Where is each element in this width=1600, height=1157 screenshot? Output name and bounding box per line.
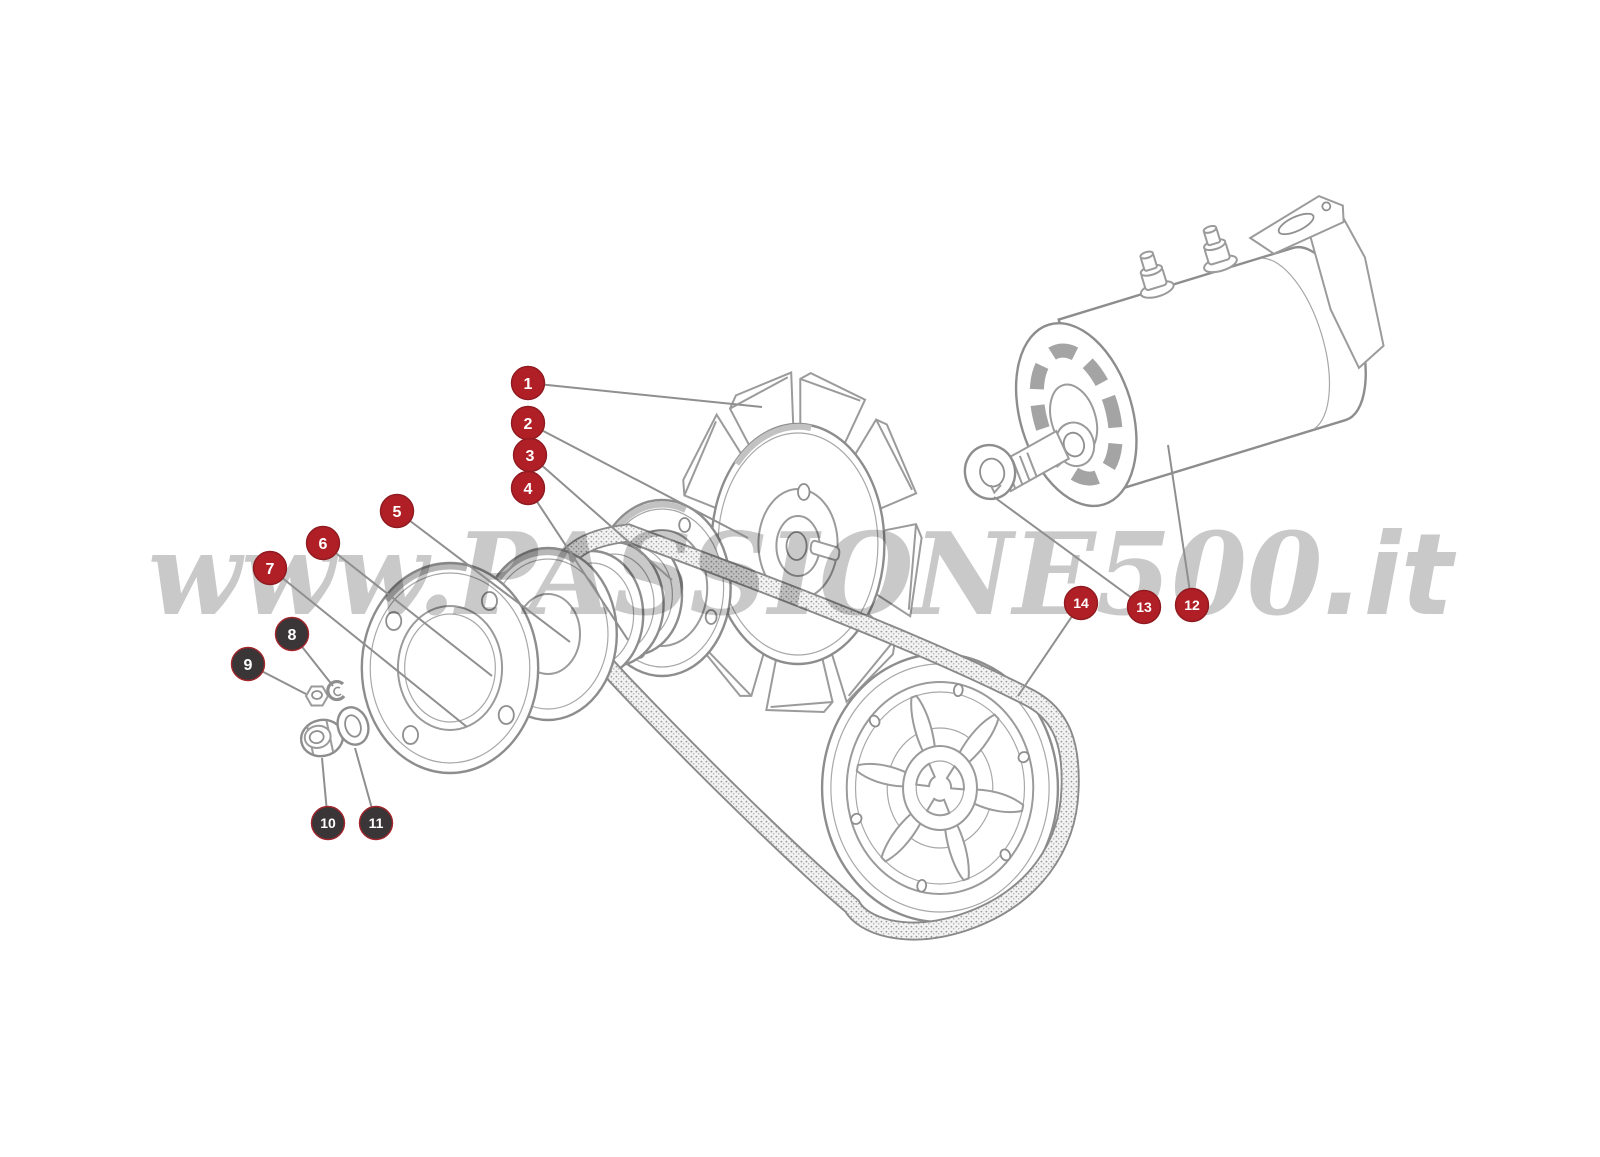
badge-number-2: 2 — [524, 416, 533, 433]
leader-line-13 — [993, 496, 1145, 608]
dynamo-end-shield — [995, 308, 1157, 521]
badge-5 — [379, 493, 415, 529]
badge-14 — [1063, 585, 1099, 621]
badge-7 — [252, 550, 288, 586]
lock-washer — [960, 440, 1020, 503]
leader-line-14 — [1017, 602, 1082, 697]
watermark-prefix: www. — [148, 508, 455, 641]
leader-line-2 — [527, 422, 749, 539]
badge-8 — [274, 616, 310, 652]
badge-number-8: 8 — [288, 627, 297, 644]
badge-number-10: 10 — [320, 815, 336, 831]
front-flange — [362, 563, 538, 773]
washer — [333, 703, 373, 748]
leader-line-3 — [529, 454, 673, 581]
pulley-guard-grille — [847, 682, 1034, 894]
badge-number-3: 3 — [526, 448, 535, 465]
badge-12 — [1174, 587, 1210, 623]
watermark: www.PASSIONE500.it — [148, 508, 1457, 641]
dynamo-bracket — [1244, 188, 1395, 387]
badge-number-1: 1 — [524, 376, 533, 393]
shaft-nut — [298, 716, 347, 760]
badge-number-11: 11 — [369, 815, 384, 831]
grille-hub — [903, 746, 977, 830]
badge-6 — [305, 525, 341, 561]
hub-pin — [810, 540, 840, 561]
dynamo-terminal-2 — [1193, 222, 1239, 276]
badge-number-5: 5 — [393, 504, 402, 521]
watermark-number: 500 — [1096, 508, 1323, 641]
leader-line-12 — [1167, 444, 1193, 606]
badge-1 — [510, 365, 546, 401]
badge-13 — [1126, 589, 1162, 625]
watermark-suffix: .it — [1323, 509, 1457, 641]
badge-11 — [358, 805, 394, 841]
hex-nut-small — [306, 687, 328, 706]
spring-clip — [326, 679, 346, 702]
badge-number-7: 7 — [266, 561, 275, 578]
badge-10 — [310, 805, 346, 841]
badge-number-4: 4 — [524, 481, 533, 498]
badge-number-13: 13 — [1136, 599, 1152, 615]
leader-line-1 — [527, 382, 763, 408]
badge-number-14: 14 — [1073, 595, 1089, 611]
badge-9 — [230, 646, 266, 682]
badge-4 — [510, 470, 546, 506]
badge-number-12: 12 — [1184, 597, 1200, 613]
badge-number-6: 6 — [319, 536, 328, 553]
badge-number-9: 9 — [244, 657, 253, 674]
cooling-fan — [673, 369, 923, 712]
leader-line-5 — [396, 510, 571, 643]
dynamo — [950, 186, 1412, 531]
leader-line-7 — [269, 567, 468, 728]
dynamo-terminal-1 — [1130, 247, 1176, 301]
leader-line-6 — [322, 542, 493, 677]
leader-line-4 — [527, 487, 629, 641]
watermark-name: PASSIONE — [453, 508, 1098, 641]
